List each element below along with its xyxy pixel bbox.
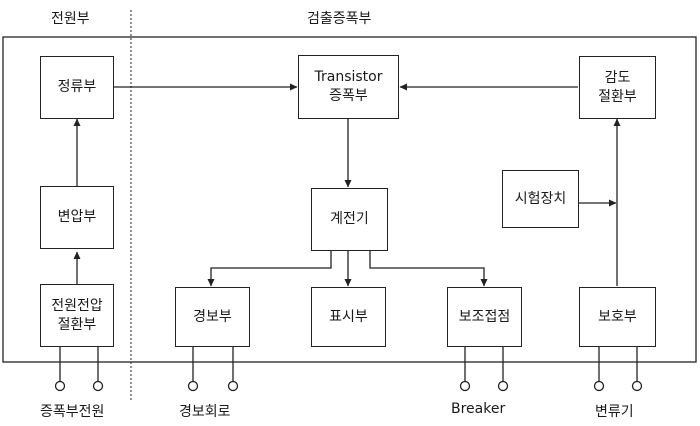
- arrow-relay-to-aux: [369, 250, 488, 287]
- section-label-detect-amp: 검출증폭부: [307, 11, 372, 27]
- box-transistor-amp-line1: Transistor: [314, 69, 383, 85]
- terminal-circle: [497, 380, 509, 392]
- box-rectifier: 정류부: [40, 56, 114, 119]
- terminal-circle: [631, 380, 643, 392]
- terminal-circle: [593, 380, 605, 392]
- terminal-circle: [227, 380, 239, 392]
- box-voltage-switch: 전원전압 절환부: [40, 284, 114, 347]
- box-sensitivity-switch-line2: 절환부: [598, 88, 637, 105]
- terminal-circle: [54, 380, 66, 392]
- box-protection: 보호부: [579, 287, 656, 347]
- arrow-relay-to-alarm: [207, 250, 332, 287]
- terminal-label-breaker: Breaker: [451, 401, 506, 417]
- box-aux-contact-label: 보조접점: [458, 308, 511, 325]
- box-sensitivity-switch: 감도 절환부: [579, 56, 656, 119]
- box-test-device: 시험장치: [502, 170, 579, 228]
- box-relay: 계전기: [311, 188, 388, 251]
- box-display-label: 표시부: [329, 308, 368, 325]
- outer-enclosure: [2, 36, 697, 363]
- box-alarm: 경보부: [175, 287, 250, 347]
- terminal-label-current-transformer: 변류기: [595, 404, 634, 420]
- terminal-circle: [187, 380, 199, 392]
- box-sensitivity-switch-line1: 감도: [604, 69, 631, 86]
- box-display: 표시부: [311, 287, 386, 347]
- terminal-circle: [459, 380, 471, 392]
- box-transformer: 변압부: [40, 186, 114, 249]
- box-alarm-label: 경보부: [193, 308, 232, 325]
- box-transformer-label: 변압부: [57, 209, 97, 225]
- box-test-device-label: 시험장치: [514, 190, 567, 207]
- box-voltage-switch-line1: 전원전압: [51, 297, 103, 314]
- terminal-label-amp-power: 증폭부전원: [40, 404, 105, 420]
- box-aux-contact: 보조접점: [447, 287, 522, 347]
- box-transistor-amp-line2: 증폭부: [329, 88, 368, 104]
- box-voltage-switch-line2: 절환부: [57, 316, 97, 333]
- box-rectifier-label: 정류부: [57, 79, 97, 95]
- box-transistor-amp: Transistor 증폭부: [298, 55, 399, 119]
- section-label-power: 전원부: [51, 11, 90, 27]
- box-protection-label: 보호부: [598, 308, 637, 325]
- terminal-label-alarm-circuit: 경보회로: [179, 404, 231, 420]
- box-relay-label: 계전기: [330, 211, 369, 227]
- terminal-circle: [92, 380, 104, 392]
